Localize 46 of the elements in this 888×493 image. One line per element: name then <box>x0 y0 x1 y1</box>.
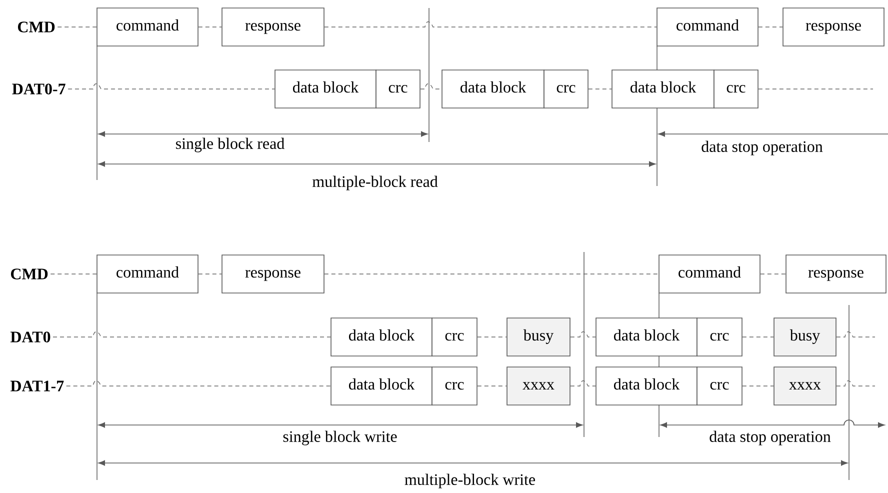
shaded-signal-box: xxxx <box>774 366 836 406</box>
signal-box: command <box>96 254 198 294</box>
dimension-label: single block read <box>176 138 284 152</box>
dimension-label: multiple-block write <box>404 474 535 488</box>
signal-box: response <box>222 8 324 46</box>
signal-box: crc <box>544 70 588 108</box>
signal-line <box>570 380 596 386</box>
signal-line <box>477 336 507 338</box>
dimension-label: single block write <box>283 430 397 446</box>
signal-line <box>324 21 657 28</box>
signal-box: crc <box>714 70 758 108</box>
signal-line <box>52 331 331 338</box>
signal-box: command <box>658 254 760 294</box>
signal-line <box>836 380 876 386</box>
shaded-signal-box: busy <box>506 318 570 356</box>
dimension-label: multiple-block read <box>312 176 438 190</box>
signal-box: crc <box>696 366 742 406</box>
signal-box: response <box>222 254 324 294</box>
signal-line <box>66 380 331 386</box>
signal-line <box>836 331 876 338</box>
dimension-label: data stop operation <box>710 430 831 446</box>
signal-box: command <box>656 8 758 46</box>
signal-line <box>758 88 874 90</box>
signal-line <box>198 26 222 28</box>
signal-name: DAT1-7 <box>10 380 64 392</box>
signal-box: response <box>782 8 884 46</box>
signal-box: crc <box>376 70 420 108</box>
shaded-signal-box: xxxx <box>506 366 570 406</box>
signal-line <box>57 26 97 28</box>
signal-line <box>420 83 442 90</box>
signal-box: response <box>786 254 886 294</box>
signal-line <box>68 83 275 90</box>
signal-box: crc <box>432 366 478 406</box>
signal-name: CMD <box>18 22 55 32</box>
dimension-label: data stop operation <box>702 140 823 156</box>
signal-line <box>758 26 783 28</box>
signal-box: command <box>96 8 198 46</box>
shaded-signal-box: busy <box>774 318 836 356</box>
signal-name: DAT0-7 <box>12 84 66 94</box>
signal-box: crc <box>432 318 478 356</box>
signal-line <box>742 336 774 338</box>
signal-line <box>570 331 596 338</box>
signal-line <box>588 88 612 90</box>
signal-box: crc <box>696 318 742 356</box>
signal-name: CMD <box>10 268 48 280</box>
signal-name: DAT0 <box>10 332 50 342</box>
